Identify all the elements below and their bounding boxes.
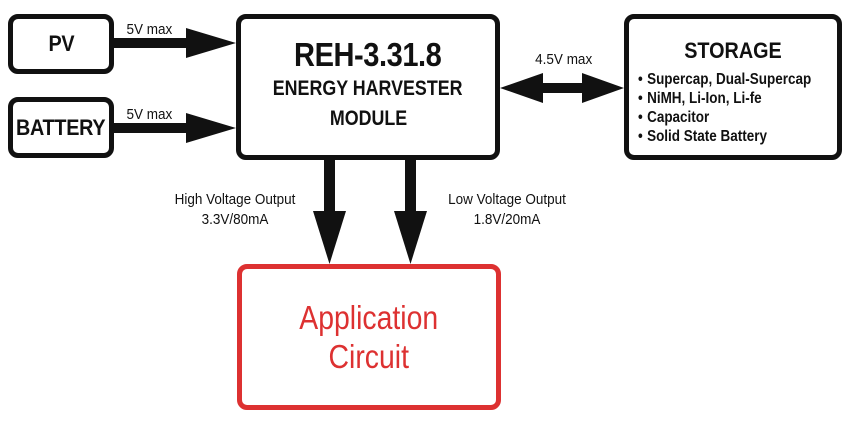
low-voltage-output-value: 1.8V/20mA <box>473 211 541 228</box>
application-circuit-line1: Application <box>299 299 439 336</box>
storage-item-supercap: Supercap, Dual-Supercap <box>638 70 811 89</box>
application-circuit-box: Application Circuit <box>237 264 501 410</box>
high-voltage-output-label: High Voltage Output <box>174 191 296 208</box>
application-circuit-line2: Circuit <box>328 338 410 375</box>
battery-max-label: 5V max <box>126 106 173 123</box>
storage-item-capacitor: Capacitor <box>638 108 811 127</box>
storage-item-solid-state-battery: Solid State Battery <box>638 127 811 146</box>
energy-harvester-module-box: REH-3.31.8 ENERGY HARVESTER MODULE <box>236 14 500 160</box>
high-voltage-output-label-group: High Voltage Output 3.3V/80mA <box>169 190 300 230</box>
pv-max-label: 5V max <box>126 21 173 38</box>
battery-to-module-arrow <box>114 113 236 143</box>
module-subtitle-line1: ENERGY HARVESTER <box>273 77 463 100</box>
high-voltage-output-arrow <box>313 159 346 264</box>
pv-source-box: PV <box>8 14 114 74</box>
pv-label: PV <box>48 31 74 56</box>
storage-item-nimh: NiMH, Li-Ion, Li-fe <box>638 89 811 108</box>
module-subtitle-line2: MODULE <box>329 107 407 130</box>
battery-source-box: BATTERY <box>8 97 114 158</box>
storage-list: Supercap, Dual-Supercap NiMH, Li-Ion, Li… <box>638 70 837 146</box>
battery-label: BATTERY <box>16 114 106 140</box>
storage-title: STORAGE <box>684 38 782 63</box>
storage-max-label: 4.5V max <box>535 51 593 68</box>
module-title: REH-3.31.8 <box>294 36 442 73</box>
high-voltage-output-value: 3.3V/80mA <box>201 211 269 228</box>
storage-box: STORAGE Supercap, Dual-Supercap NiMH, Li… <box>624 14 842 160</box>
low-voltage-output-label-group: Low Voltage Output 1.8V/20mA <box>441 190 572 230</box>
low-voltage-output-arrow <box>394 159 427 264</box>
pv-to-module-arrow <box>114 28 236 58</box>
low-voltage-output-label: Low Voltage Output <box>448 191 566 208</box>
module-storage-bidirectional-arrow <box>500 73 624 103</box>
